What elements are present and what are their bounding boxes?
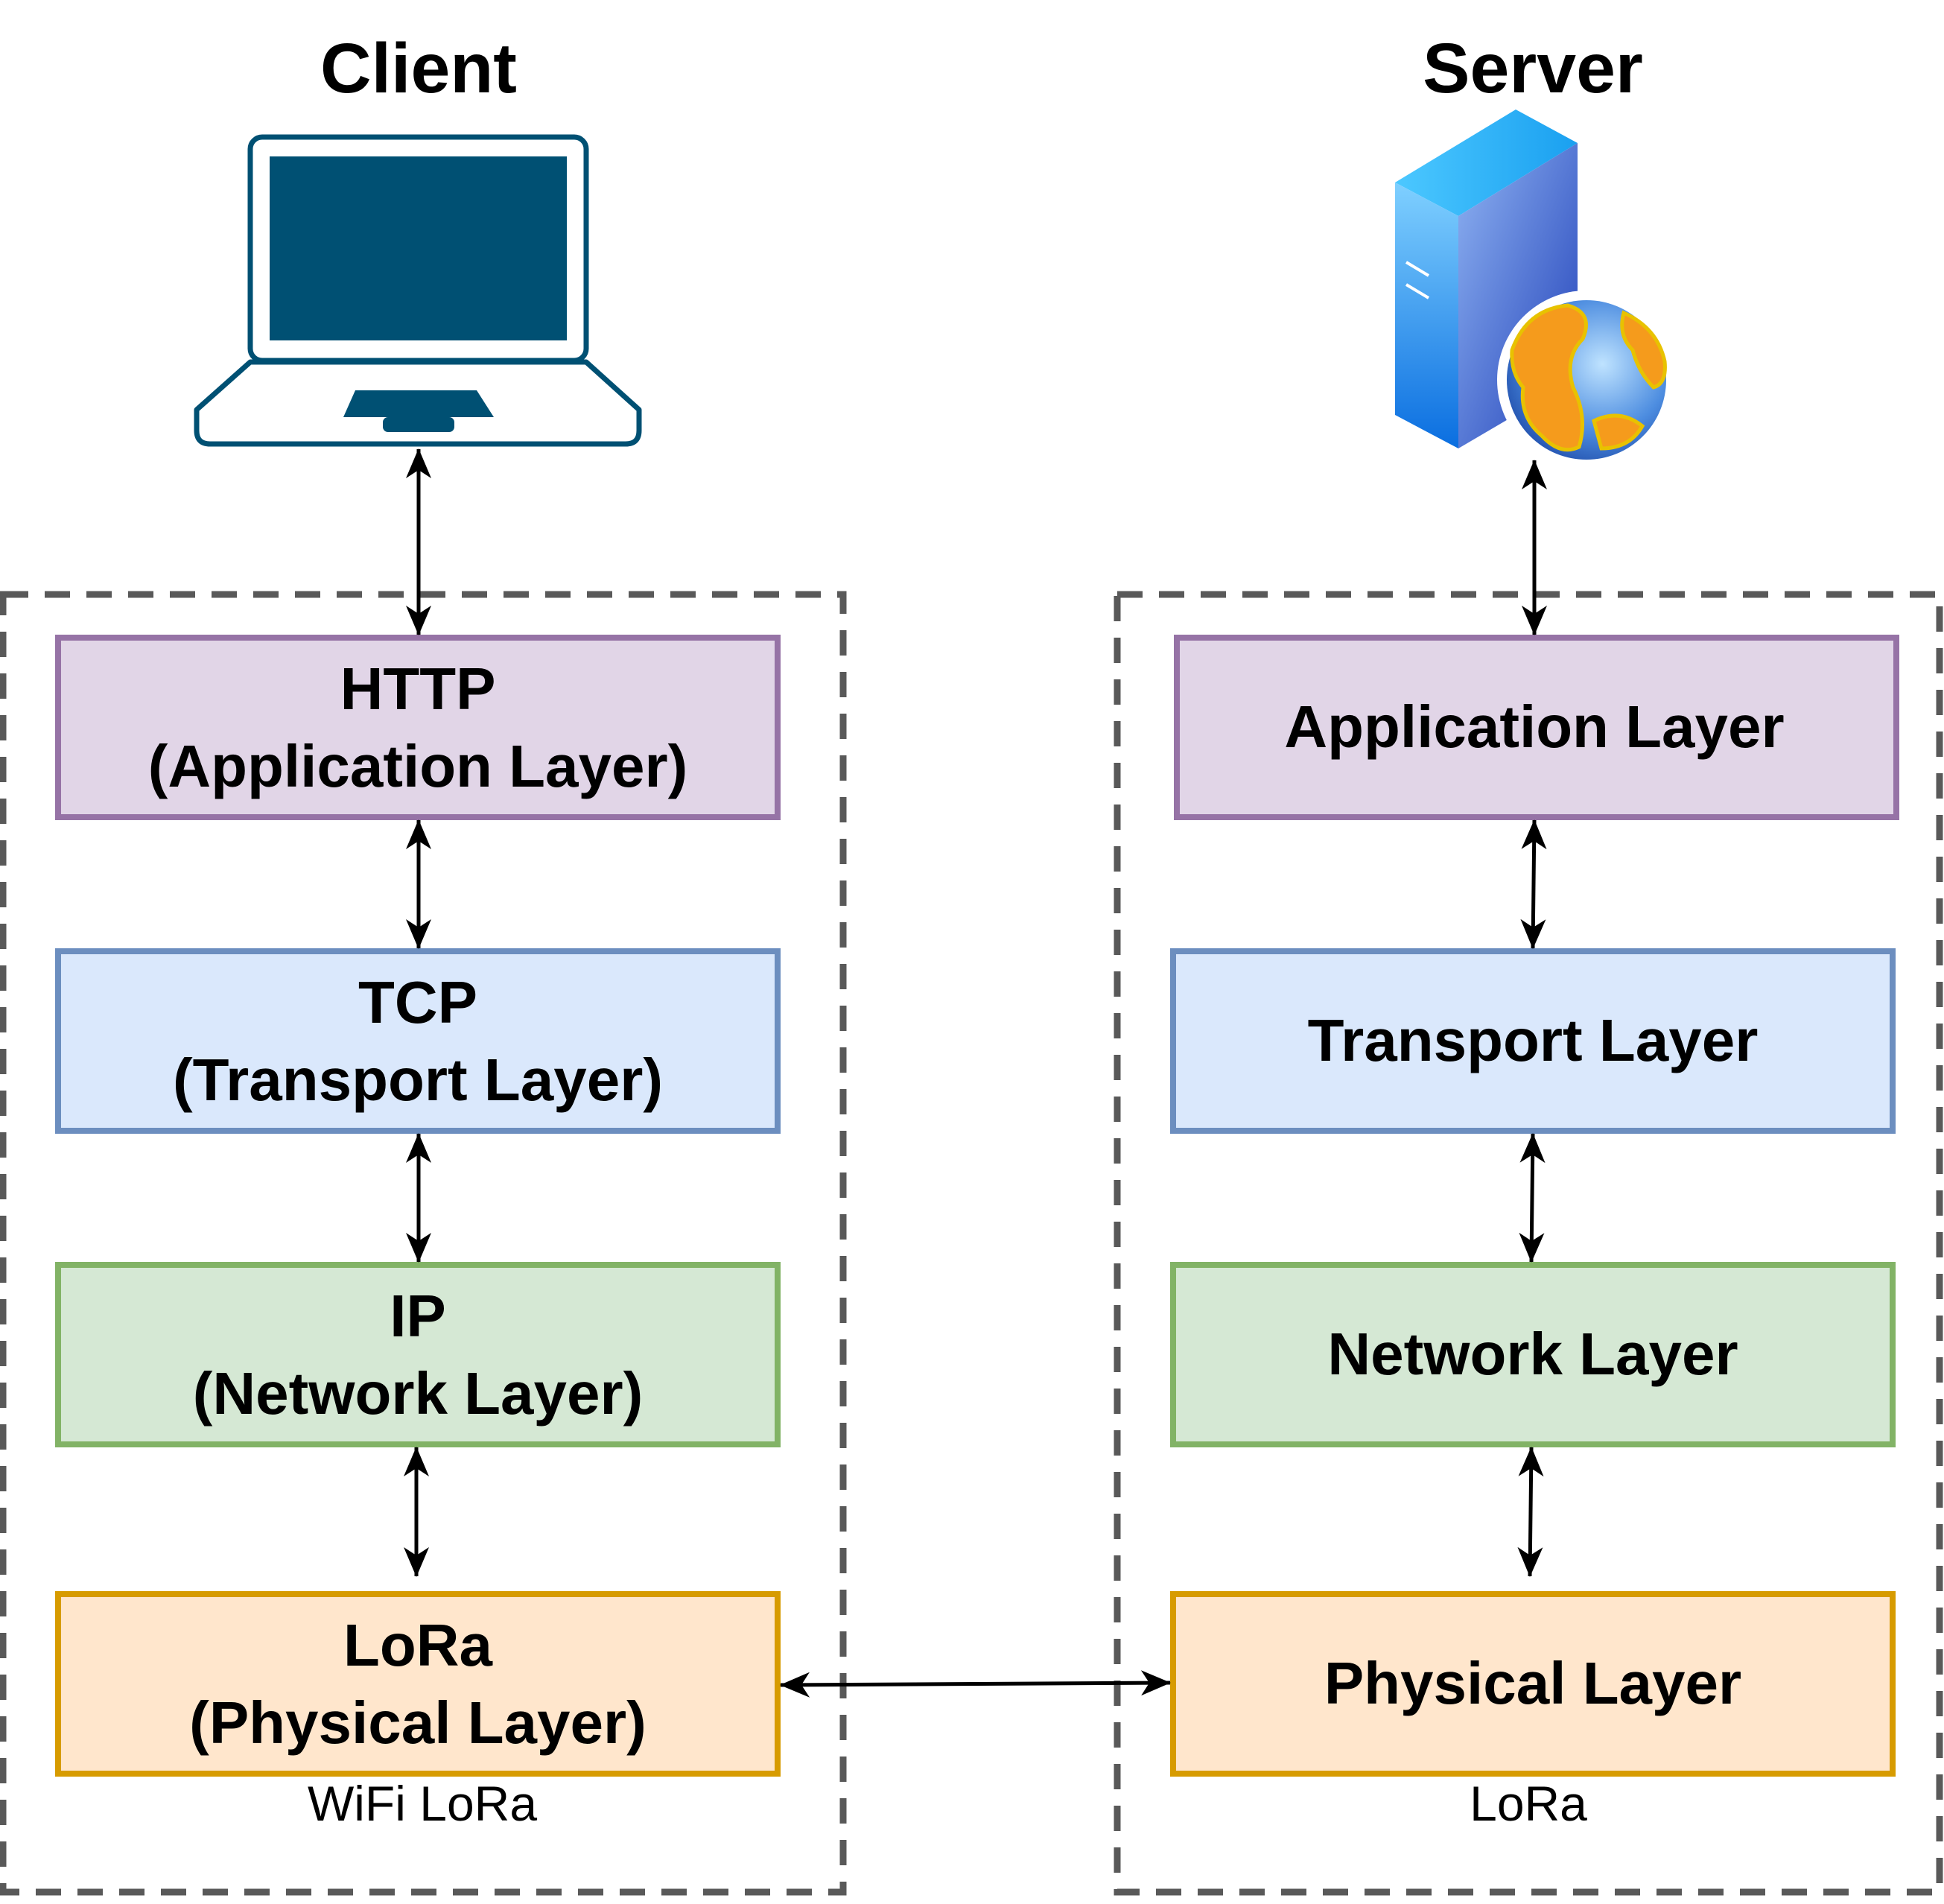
client-physical-layer: LoRa (Physical Layer) xyxy=(55,1591,781,1777)
client-network-protocol: IP xyxy=(390,1283,446,1349)
server-transport-layer: Transport Layer xyxy=(1170,948,1896,1134)
server-application-to-transport-arrow xyxy=(1520,819,1547,949)
server-application-layer: Application Layer xyxy=(1174,635,1899,820)
client-group-label: WiFi LoRa xyxy=(308,1776,537,1831)
server-network-to-physical-arrow xyxy=(1517,1447,1544,1577)
client-transport-protocol: TCP xyxy=(358,969,477,1035)
server-physical-label: Physical Layer xyxy=(1324,1650,1741,1716)
client-network-label: (Network Layer) xyxy=(193,1360,644,1427)
server-group-boundary xyxy=(1114,591,1943,1896)
server-group-label: LoRa xyxy=(1470,1776,1587,1831)
client-application-protocol: HTTP xyxy=(340,656,496,722)
client-physical-protocol: LoRa xyxy=(343,1612,493,1678)
client-network-layer: IP (Network Layer) xyxy=(55,1262,781,1447)
server-transport-to-network-arrow xyxy=(1519,1133,1546,1263)
client-transport-layer: TCP (Transport Layer) xyxy=(55,948,781,1134)
client-application-label: (Application Layer) xyxy=(148,733,688,799)
client-application-layer: HTTP (Application Layer) xyxy=(55,635,781,820)
client-physical-label: (Physical Layer) xyxy=(189,1689,647,1756)
server-application-label: Application Layer xyxy=(1284,694,1784,760)
physical-link-arrow xyxy=(780,1670,1171,1698)
laptop-icon xyxy=(194,134,642,447)
client-transport-label: (Transport Layer) xyxy=(173,1047,663,1113)
server-network-label: Network Layer xyxy=(1327,1321,1738,1387)
web-server-globe-icon xyxy=(1395,110,1676,469)
server-title: Server xyxy=(1423,29,1643,108)
client-title: Client xyxy=(320,29,517,108)
connectors xyxy=(404,448,1547,1698)
server-physical-layer: Physical Layer xyxy=(1170,1591,1896,1777)
server-transport-label: Transport Layer xyxy=(1308,1007,1759,1073)
server-network-layer: Network Layer xyxy=(1170,1262,1896,1447)
